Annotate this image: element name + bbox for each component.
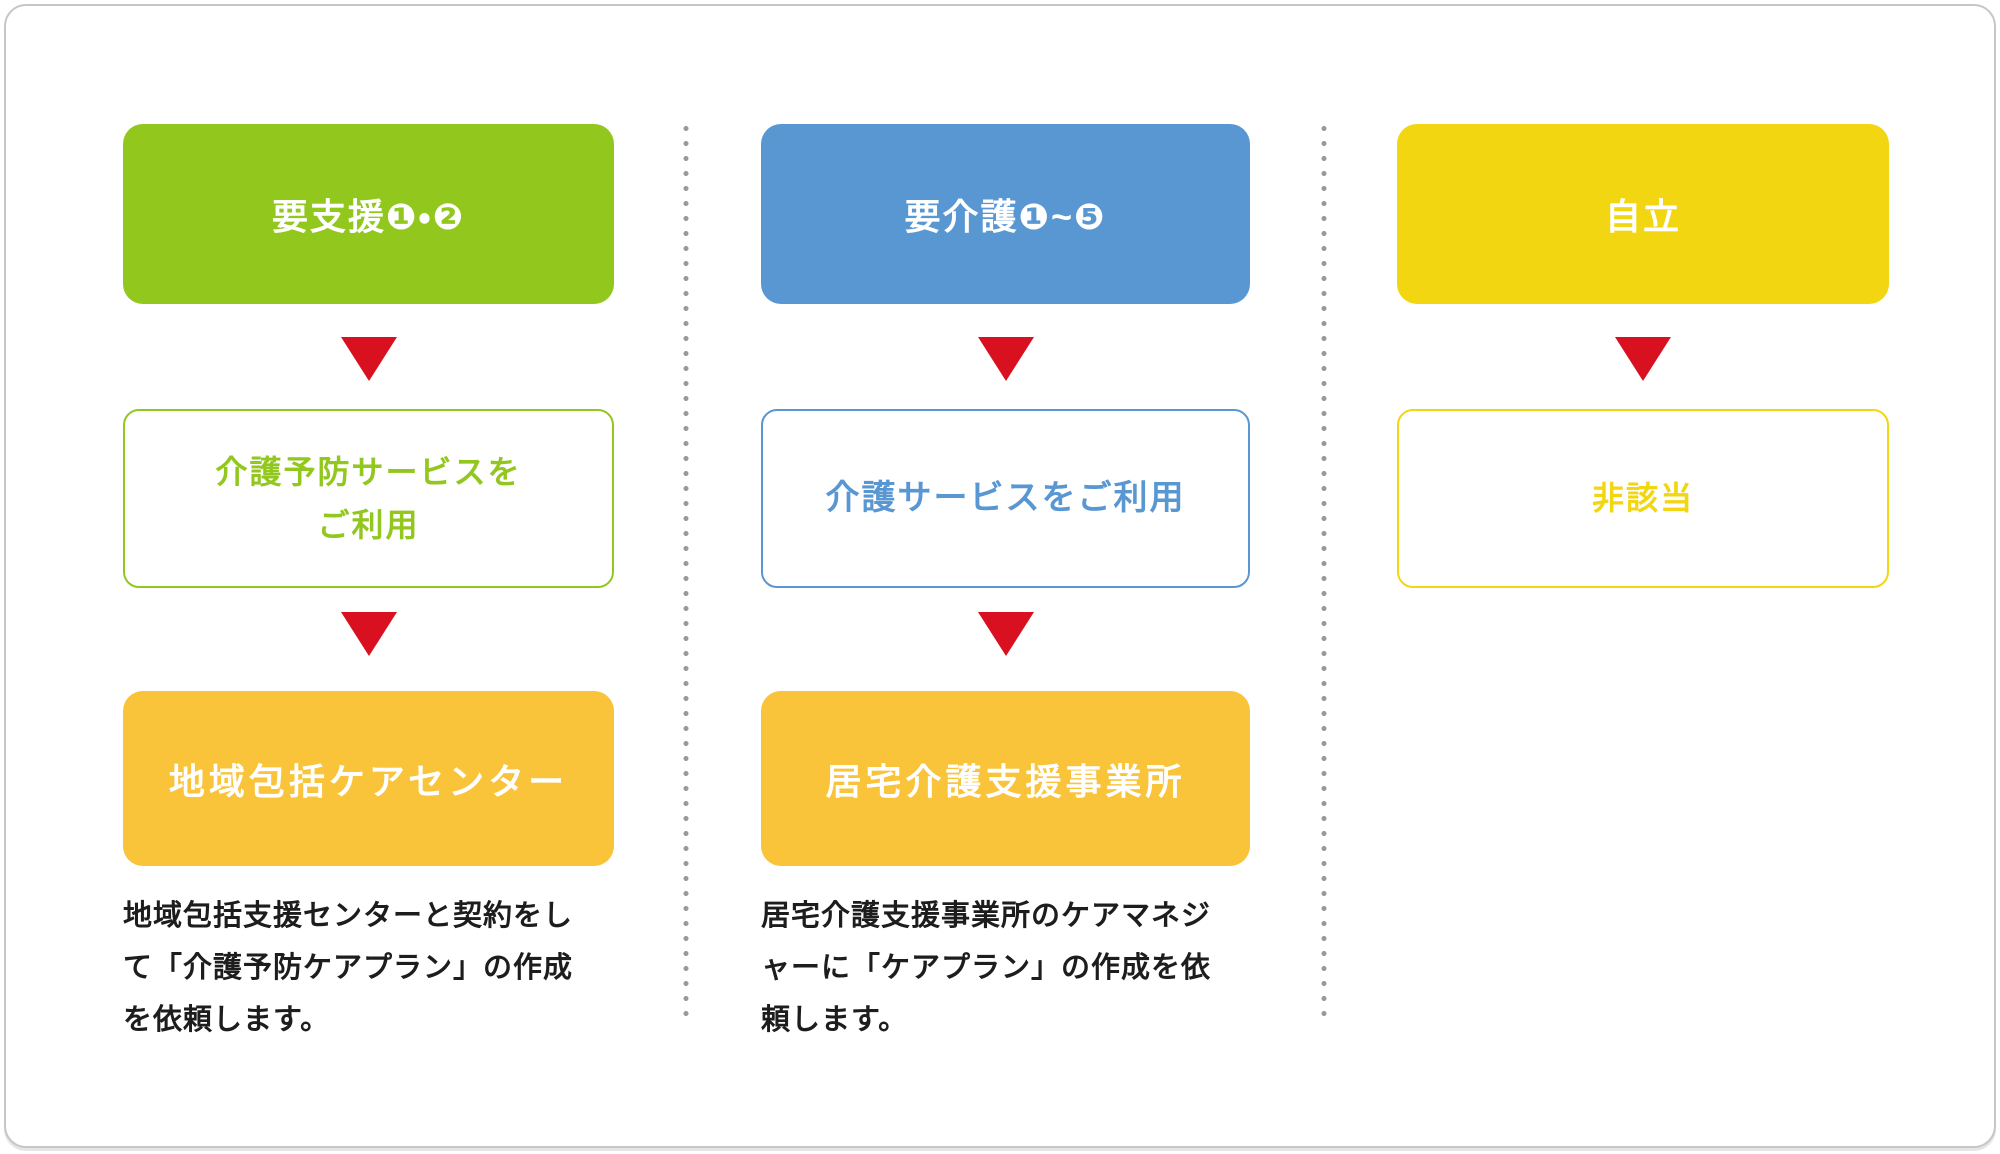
description-line: を依頼します。 <box>123 1004 331 1036</box>
office-box-chiiki: 地域包括ケアセンター <box>123 691 614 866</box>
office-box-kyotaku: 居宅介護支援事業所 <box>761 691 1250 866</box>
down-arrow-icon <box>1615 337 1671 381</box>
description-line: 頼します。 <box>761 1004 909 1036</box>
level-badge-yoshien: 要支援❶・❷ <box>123 124 614 304</box>
dotted-separator-1 <box>683 121 689 1023</box>
description-line: ャーに「ケアプラン」の作成を依 <box>761 952 1212 984</box>
description-line: 地域包括支援センターと契約をし <box>123 900 574 932</box>
level-badge-yokaigo: 要介護❶~❺ <box>761 124 1250 304</box>
column-yokaigo: 要介護❶~❺ 介護サービスをご利用 居宅介護支援事業所 居宅介護支援事業所のケア… <box>761 6 1250 1146</box>
service-label-line: 非該当 <box>1591 480 1694 517</box>
service-box-yobo: 介護予防サービスを ご利用 <box>123 409 614 588</box>
service-box-kaigo: 介護サービスをご利用 <box>761 409 1250 588</box>
service-label-line: 介護予防サービスを <box>215 453 522 490</box>
level-label-yoshien: 要支援❶・❷ <box>271 196 466 237</box>
level-label-jiritsu: 自立 <box>1604 196 1681 237</box>
description-line: 居宅介護支援事業所のケアマネジ <box>761 900 1212 932</box>
diagram-frame: 要支援❶・❷ 介護予防サービスを ご利用 地域包括ケアセンター 地域包括支援セン… <box>4 4 1996 1148</box>
description-yokaigo: 居宅介護支援事業所のケアマネジ ャーに「ケアプラン」の作成を依 頼します。 <box>761 890 1250 1046</box>
down-arrow-icon <box>340 612 397 656</box>
service-box-higaito: 非該当 <box>1397 409 1889 588</box>
down-arrow-icon <box>340 337 397 381</box>
office-label-chiiki: 地域包括ケアセンター <box>168 760 569 802</box>
column-yoshien: 要支援❶・❷ 介護予防サービスを ご利用 地域包括ケアセンター 地域包括支援セン… <box>123 6 614 1146</box>
down-arrow-icon <box>977 337 1034 381</box>
service-label-line: 介護サービスをご利用 <box>825 479 1186 518</box>
down-arrow-icon <box>977 612 1034 656</box>
dotted-separator-2 <box>1321 121 1327 1023</box>
office-label-kyotaku: 居宅介護支援事業所 <box>825 760 1186 802</box>
level-badge-jiritsu: 自立 <box>1397 124 1889 304</box>
description-yoshien: 地域包括支援センターと契約をし て「介護予防ケアプラン」の作成 を依頼します。 <box>123 890 614 1046</box>
service-label-line: ご利用 <box>317 506 420 543</box>
description-line: て「介護予防ケアプラン」の作成 <box>123 952 574 984</box>
level-label-yokaigo: 要介護❶~❺ <box>904 196 1107 237</box>
column-jiritsu: 自立 非該当 <box>1397 6 1889 1146</box>
